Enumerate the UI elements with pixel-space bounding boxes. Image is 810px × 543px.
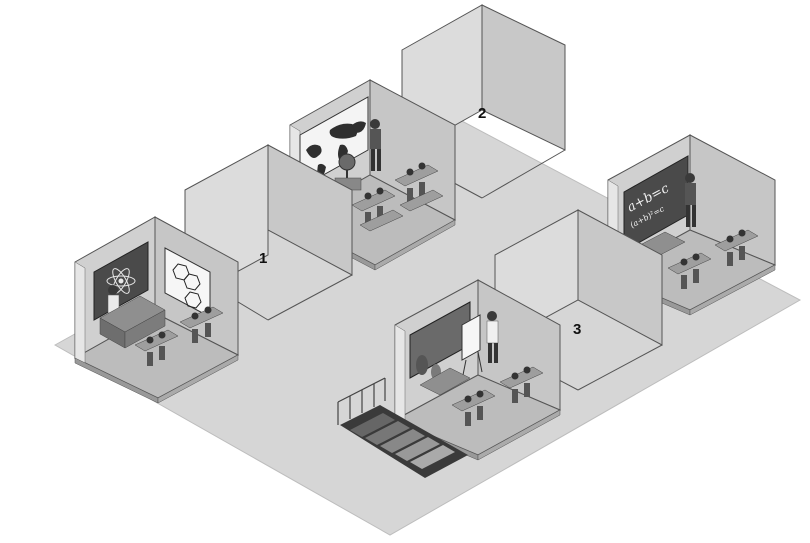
stair-railing	[337, 377, 386, 425]
student-desks	[134, 306, 224, 366]
room-label-2: 2	[478, 105, 486, 122]
teacher-desk	[419, 367, 471, 396]
room-label-3: 3	[573, 321, 581, 338]
teacher-figure	[685, 173, 696, 227]
student-desks	[667, 229, 759, 289]
hexagon-molecule-icon	[172, 263, 202, 309]
teacher-figure	[486, 311, 499, 363]
art-classroom	[393, 279, 562, 461]
student-desks	[351, 162, 444, 232]
teacher-figure	[370, 119, 381, 171]
student-desks	[451, 366, 544, 426]
room-label-1: 1	[259, 250, 267, 267]
chemistry-classroom	[73, 216, 240, 404]
staircase-icon	[337, 377, 468, 478]
world-map-icon	[306, 121, 366, 181]
easel	[461, 314, 483, 381]
